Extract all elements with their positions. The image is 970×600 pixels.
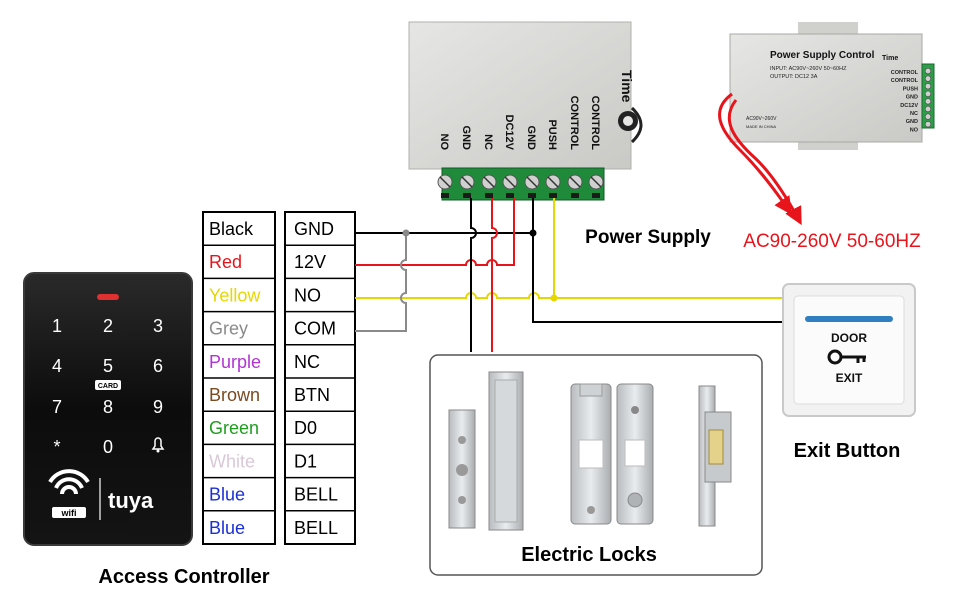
ac-input-label: AC90-260V 50-60HZ: [743, 231, 921, 252]
status-led-indicator: [97, 294, 119, 300]
exit-button-label: Exit Button: [794, 440, 901, 462]
psu-terminal-label: NC: [482, 134, 494, 150]
wire-signal-name: NC: [294, 352, 320, 372]
wire-signal-name: D0: [294, 418, 317, 438]
psu-photo-brand: Time: [882, 55, 898, 62]
psu-photo-screw: [924, 105, 932, 113]
time-logo-icon: [618, 106, 643, 144]
psu-terminal-label: CONTROL: [589, 96, 601, 151]
wire-color-name: Brown: [209, 385, 260, 405]
wifi-badge-label: wifi: [61, 508, 77, 518]
keypad-key-2[interactable]: 2: [103, 316, 113, 336]
psu-photo-terminal-label: GND: [906, 95, 918, 101]
power-supply-label: Power Supply: [585, 227, 711, 248]
psu-terminal-label: NO: [438, 134, 450, 151]
keypad-key-0[interactable]: 0: [103, 437, 113, 457]
keypad-key-9[interactable]: 9: [153, 397, 163, 417]
tuya-logo: tuya: [108, 488, 154, 513]
keypad-key-3[interactable]: 3: [153, 316, 163, 336]
keypad-key-5[interactable]: 5: [103, 356, 113, 376]
card-badge: [95, 380, 121, 390]
wire-color-name: Grey: [209, 319, 248, 339]
access-controller-label: Access Controller: [98, 566, 269, 588]
wire-signal-name: BELL: [294, 485, 338, 505]
psu-brand: Time: [619, 70, 635, 103]
wire-color-name: Black: [209, 219, 254, 239]
wire-color-name: White: [209, 451, 255, 471]
wire-color-table: Black GND Red 12V Yellow NO Grey COM Purple NC Bro…: [202, 211, 356, 545]
psu-photo-screw: [924, 121, 932, 128]
keypad-key-8[interactable]: 8: [103, 397, 113, 417]
wire-color-name: Blue: [209, 485, 245, 505]
psu-photo-terminal-label: PUSH: [903, 86, 918, 92]
psu-terminal-label: GND: [525, 126, 537, 151]
psu-photo-ac-label: AC90V~260V: [746, 116, 777, 122]
wire-signal-name: BELL: [294, 518, 338, 538]
magnetic-lock: [448, 371, 524, 531]
wire-color-name: Yellow: [209, 285, 261, 305]
psu-photo-terminal-label: CONTROL: [891, 70, 919, 76]
psu-photo-made-in: MADE IN CHINA: [746, 124, 777, 129]
exit-button: DOOR EXIT: [782, 283, 916, 417]
psu-photo-title: Power Supply Control: [770, 50, 875, 61]
psu-photo-screw: [924, 75, 932, 82]
psu-photo-input: INPUT: AC90V~260V 50~60HZ: [770, 66, 847, 72]
electric-locks-label: Electric Locks: [521, 544, 657, 566]
psu-photo-terminal-label: NO: [910, 127, 919, 133]
wifi-icon: [48, 469, 90, 495]
wire-color-name: Green: [209, 418, 259, 438]
psu-photo-terminal-label: DC12V: [900, 103, 918, 109]
key-icon: [827, 349, 866, 365]
psu-photo-screw: [924, 83, 932, 90]
psu-photo-screw: [924, 90, 932, 97]
keypad-key-7[interactable]: 7: [52, 397, 62, 417]
wire-color-name: Blue: [209, 518, 245, 538]
bell-icon[interactable]: [151, 437, 165, 453]
wire-color-name: Purple: [209, 352, 261, 372]
keypad-keys: 1 2 3 4 5 6 7 8 9 * 0: [52, 316, 165, 457]
wire-signal-name: D1: [294, 451, 317, 471]
exit-button-line2: EXIT: [836, 371, 863, 385]
keypad-key-*[interactable]: *: [53, 437, 60, 457]
electric-locks-panel: [429, 354, 763, 576]
keypad-key-1[interactable]: 1: [52, 316, 62, 336]
psu-photo-terminal-label: NC: [910, 111, 918, 117]
psu-photo-screw: [924, 113, 932, 120]
psu-terminal-label: GND: [460, 126, 472, 151]
exit-button-line1: DOOR: [831, 331, 867, 345]
wire-signal-name: COM: [294, 319, 336, 339]
power-supply-unit: Time NO GND NC DC12V GND PUSH CONTROL CONTROL: [408, 21, 643, 201]
psu-photo-output: OUTPUT: DC12 3A: [770, 74, 818, 80]
psu-terminal-label: DC12V: [503, 115, 515, 151]
psu-photo: Power Supply Control INPUT: AC90V~260V 5…: [718, 22, 935, 226]
wifi-badge: [52, 507, 86, 518]
psu-photo-screw: [924, 67, 932, 75]
strike-lock: [698, 385, 732, 527]
wire-signal-name: NO: [294, 285, 321, 305]
wires: [355, 198, 784, 352]
psu-terminal-label: PUSH: [546, 119, 558, 150]
wire-signal-name: GND: [294, 219, 334, 239]
ac-wire-1: [718, 92, 793, 215]
bolt-lock: [570, 383, 654, 525]
keypad-key-4[interactable]: 4: [52, 356, 62, 376]
wire-color-name: Red: [209, 252, 242, 272]
wire-signal-name: BTN: [294, 385, 330, 405]
psu-terminal-label: CONTROL: [568, 96, 580, 151]
psu-photo-terminal-label: GND: [906, 119, 918, 125]
psu-photo-screw: [924, 98, 932, 105]
access-controller-keypad: 1 2 3 4 5 6 7 8 9 * 0 CARD wifi tuya: [23, 272, 193, 546]
ac-wire-2: [727, 99, 802, 226]
keypad-key-6[interactable]: 6: [153, 356, 163, 376]
card-badge-label: CARD: [98, 383, 118, 390]
wire-signal-name: 12V: [294, 252, 326, 272]
psu-photo-terminal-label: CONTROL: [891, 78, 919, 84]
